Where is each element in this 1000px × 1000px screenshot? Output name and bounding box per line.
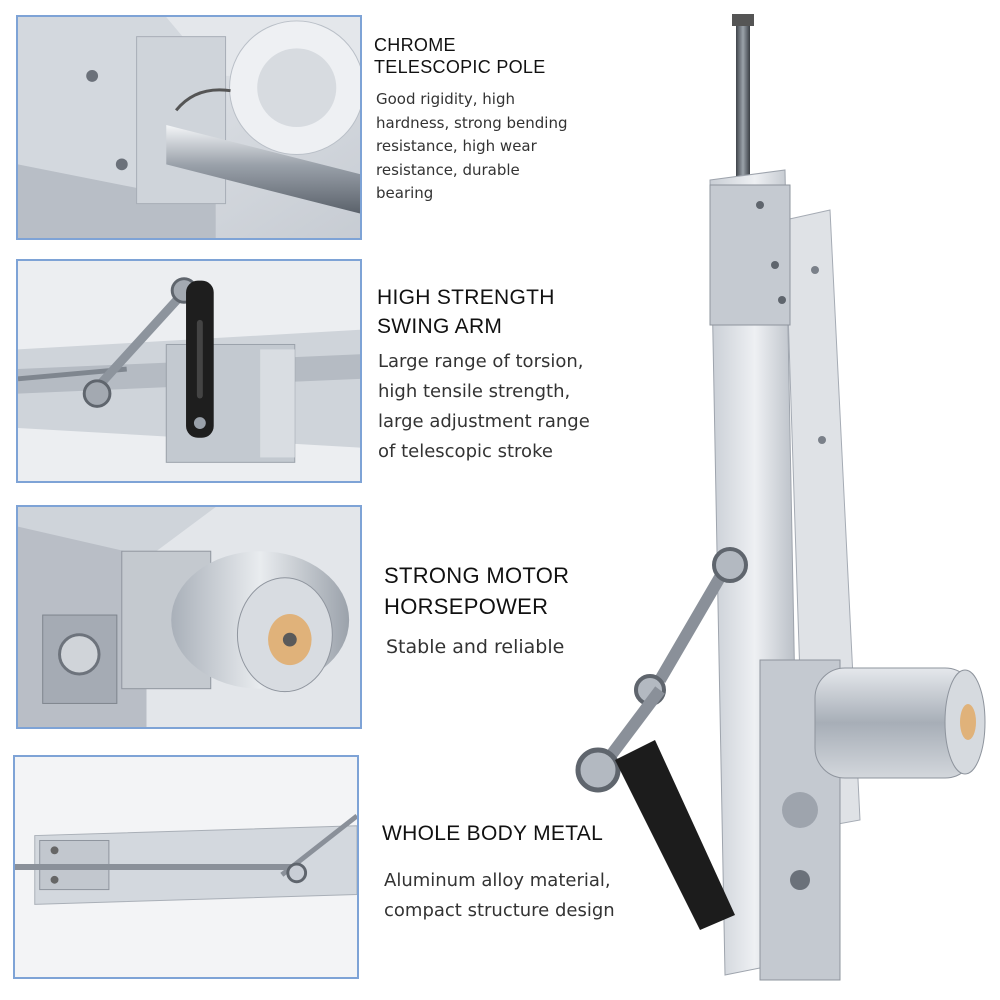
- feature-desc-swing-arm: Large range of torsion, high tensile str…: [378, 347, 590, 467]
- feature-title-chrome-pole: CHROME TELESCOPIC POLE: [374, 34, 546, 78]
- feature-desc-line: high tensile strength,: [378, 381, 571, 402]
- feature-desc-metal-body: Aluminum alloy material, compact structu…: [384, 866, 615, 926]
- chrome-pole-photo: [16, 15, 362, 240]
- feature-desc-chrome-pole: Good rigidity, high hardness, strong ben…: [376, 88, 568, 206]
- linear-actuator-product-photo: [560, 0, 1000, 1000]
- feature-title-motor: STRONG MOTOR HORSEPOWER: [384, 560, 569, 622]
- feature-desc-motor: Stable and reliable: [386, 634, 564, 660]
- motor-illustration: [18, 507, 360, 727]
- feature-desc-line: Aluminum alloy material,: [384, 870, 611, 891]
- metal-body-photo: [13, 755, 359, 979]
- feature-desc-line: hardness, strong bending: [376, 113, 568, 132]
- feature-desc-line: compact structure design: [384, 900, 615, 921]
- feature-title-line: SWING ARM: [377, 315, 503, 338]
- feature-title-line: TELESCOPIC POLE: [374, 57, 546, 77]
- swing-arm-photo: [16, 259, 362, 483]
- feature-title-line: HORSEPOWER: [384, 594, 549, 619]
- swing-arm-illustration: [18, 261, 360, 481]
- feature-desc-line: Good rigidity, high: [376, 90, 515, 108]
- linear-actuator-illustration: [575, 14, 986, 981]
- metal-body-illustration: [15, 757, 357, 977]
- chrome-pole-illustration: [18, 17, 360, 238]
- feature-title-line: STRONG MOTOR: [384, 563, 570, 588]
- feature-desc-line: Stable and reliable: [386, 636, 565, 658]
- feature-title-swing-arm: HIGH STRENGTH SWING ARM: [377, 283, 555, 341]
- feature-title-line: CHROME: [374, 35, 456, 55]
- feature-title-line: WHOLE BODY METAL: [382, 822, 604, 845]
- feature-title-line: HIGH STRENGTH: [377, 286, 555, 309]
- feature-desc-line: large adjustment range: [378, 411, 590, 432]
- feature-desc-line: bearing: [376, 184, 434, 202]
- feature-desc-line: resistance, high wear: [376, 137, 537, 155]
- feature-desc-line: of telescopic stroke: [378, 441, 553, 462]
- feature-desc-line: resistance, durable: [376, 160, 520, 179]
- feature-desc-line: Large range of torsion,: [378, 351, 584, 372]
- feature-title-metal-body: WHOLE BODY METAL: [382, 821, 603, 847]
- motor-photo: [16, 505, 362, 729]
